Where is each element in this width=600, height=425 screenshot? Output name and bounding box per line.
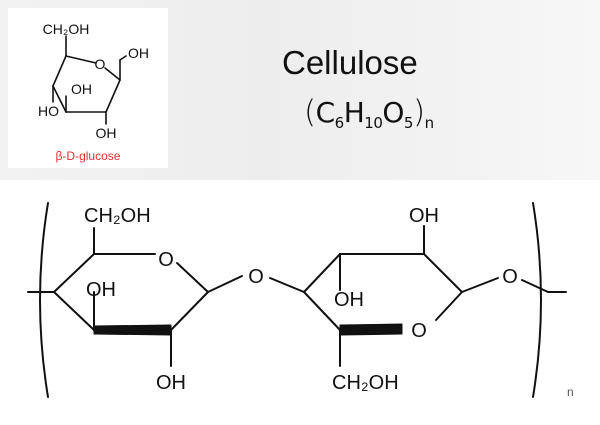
page-title: Cellulose [282, 44, 418, 81]
ring-bond [176, 262, 209, 293]
glucose-ch2oh-label: CH₂OH [43, 21, 90, 37]
glycosidic-bond [269, 277, 305, 293]
beta-d-glucose-structure: CH₂OH O OH OH HO OH β-D-glucose [38, 21, 149, 163]
right-ch2oh-label: CH₂OH [332, 372, 399, 394]
ring-bond [53, 253, 95, 293]
glycosidic-bond [461, 277, 499, 293]
glucose-caption: β-D-glucose [56, 149, 121, 163]
glucose-oh-bottom: OH [96, 125, 117, 141]
wedge-bond [93, 324, 172, 336]
formula-oxygen: O [382, 96, 404, 129]
bridge-oxygen: O [248, 266, 264, 288]
glucose-bond [52, 85, 67, 113]
ring-bond [303, 253, 341, 293]
ring-bond [435, 291, 463, 321]
ring-bond [170, 291, 209, 331]
ring-bond [303, 291, 341, 331]
glucose-oh-right: OH [128, 45, 149, 61]
repeat-unit-n: n [567, 385, 574, 399]
left-oh-bottom: OH [156, 372, 186, 394]
ring-bond [423, 253, 463, 293]
formula-paren-close: ) [412, 94, 425, 130]
formula-paren-open: ( [304, 94, 316, 130]
formula-carbon: C [315, 96, 336, 129]
glucose-bond [52, 55, 67, 87]
right-bracket [532, 202, 542, 398]
glucose-bond [119, 55, 127, 61]
glucose-ring-oxygen: O [95, 56, 106, 72]
formula-oxygen-count: 5 [403, 114, 414, 132]
glucose-bond [104, 67, 121, 81]
beta-d-glucose-card: CH₂OH O OH OH HO OH β-D-glucose [8, 8, 168, 168]
left-bracket [39, 202, 49, 398]
right-oh-inner: OH [334, 289, 364, 311]
glucose-ho-left: HO [38, 103, 59, 119]
end-oxygen: O [502, 266, 518, 288]
left-ring-oxygen: O [158, 249, 174, 271]
formula-hydrogen: H [343, 96, 365, 129]
left-ch2oh-label: CH₂OH [84, 205, 151, 227]
formula-carbon-count: 6 [334, 114, 345, 132]
formula-repeat-n: n [424, 114, 435, 132]
wedge-bond [339, 323, 403, 336]
formula-hydrogen-count: 10 [364, 114, 383, 132]
right-oh-top: OH [409, 205, 439, 227]
glycosidic-bond [207, 275, 243, 293]
right-ring-oxygen: O [411, 320, 427, 342]
glucose-oh-inner: OH [71, 81, 92, 97]
left-oh-inner: OH [86, 279, 116, 301]
chain-bond [521, 279, 549, 293]
ring-bond [53, 291, 95, 331]
glucose-bond [105, 79, 121, 113]
glucose-bond [65, 55, 97, 64]
molecular-formula: (C6H10O5)n [304, 94, 434, 132]
